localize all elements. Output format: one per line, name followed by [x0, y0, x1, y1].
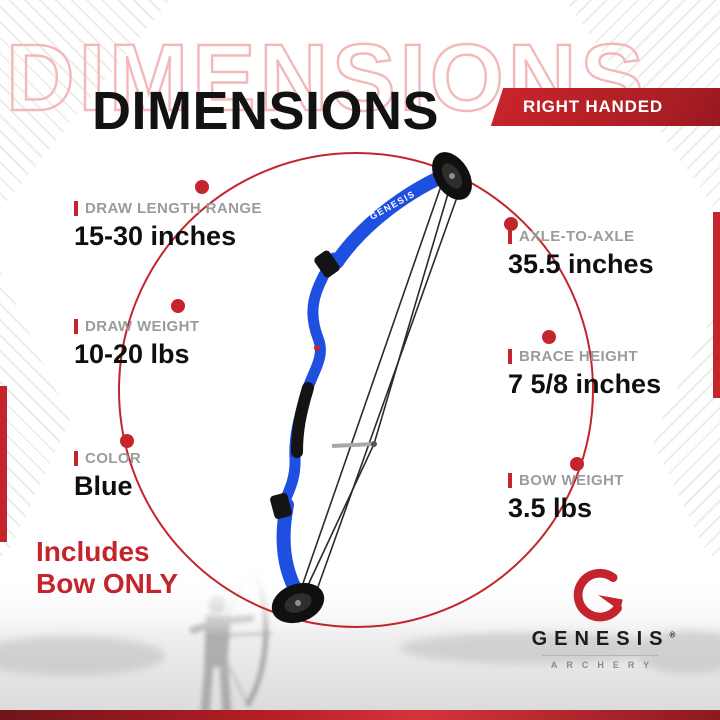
marker-dot-axle — [504, 217, 518, 231]
red-tick-icon — [74, 319, 78, 334]
spec-label: DRAW WEIGHT — [85, 318, 200, 335]
dimension-circle — [118, 152, 594, 628]
spec-draw-length-range: DRAW LENGTH RANGE 15-30 inches — [74, 200, 262, 252]
red-tick-icon — [74, 451, 78, 466]
spec-axle-to-axle: AXLE-TO-AXLE 35.5 inches — [508, 228, 654, 280]
includes-line-2: Bow ONLY — [36, 568, 179, 600]
spec-label: COLOR — [85, 450, 142, 467]
spec-label: BRACE HEIGHT — [519, 348, 638, 365]
left-edge-accent — [0, 386, 7, 542]
spec-value: 15-30 inches — [74, 221, 237, 251]
spec-label: BOW WEIGHT — [519, 472, 624, 489]
stripes-right — [652, 300, 720, 580]
marker-dot-color — [120, 434, 134, 448]
marker-dot-brace — [542, 330, 556, 344]
spec-label: DRAW LENGTH RANGE — [85, 200, 262, 217]
includes-note: Includes Bow ONLY — [36, 536, 178, 601]
marker-dot-draw-length — [195, 180, 209, 194]
includes-line-1: Includes — [36, 536, 150, 567]
bottom-red-bar — [0, 710, 720, 720]
red-tick-icon — [508, 349, 512, 364]
marker-dot-bow-weight — [570, 457, 584, 471]
registered-mark: ® — [669, 630, 676, 640]
genesis-logo: GENESIS® ARCHERY — [502, 568, 698, 673]
marker-dot-draw-weight — [171, 299, 185, 313]
right-handed-label: RIGHT HANDED — [523, 97, 663, 116]
spec-value: 3.5 lbs — [508, 493, 593, 523]
page-title: DIMENSIONS — [92, 81, 440, 141]
right-edge-accent — [713, 212, 720, 398]
genesis-g-icon — [573, 568, 623, 622]
spec-brace-height: BRACE HEIGHT 7 5/8 inches — [508, 348, 661, 400]
brand-subtitle: ARCHERY — [541, 655, 659, 670]
stripes-left — [0, 270, 70, 570]
right-handed-ribbon: RIGHT HANDED — [490, 88, 720, 126]
spec-bow-weight: BOW WEIGHT 3.5 lbs — [508, 472, 624, 524]
spec-value: 7 5/8 inches — [508, 369, 662, 399]
spec-value: Blue — [74, 471, 133, 501]
brand-name: GENESIS® — [531, 628, 676, 650]
spec-color: COLOR Blue — [74, 450, 141, 502]
red-tick-icon — [508, 229, 512, 244]
red-tick-icon — [508, 473, 512, 488]
spec-value: 10-20 lbs — [74, 339, 190, 369]
spec-label: AXLE-TO-AXLE — [519, 228, 635, 245]
spec-value: 35.5 inches — [508, 249, 654, 279]
spec-draw-weight: DRAW WEIGHT 10-20 lbs — [74, 318, 199, 370]
red-tick-icon — [74, 201, 78, 216]
